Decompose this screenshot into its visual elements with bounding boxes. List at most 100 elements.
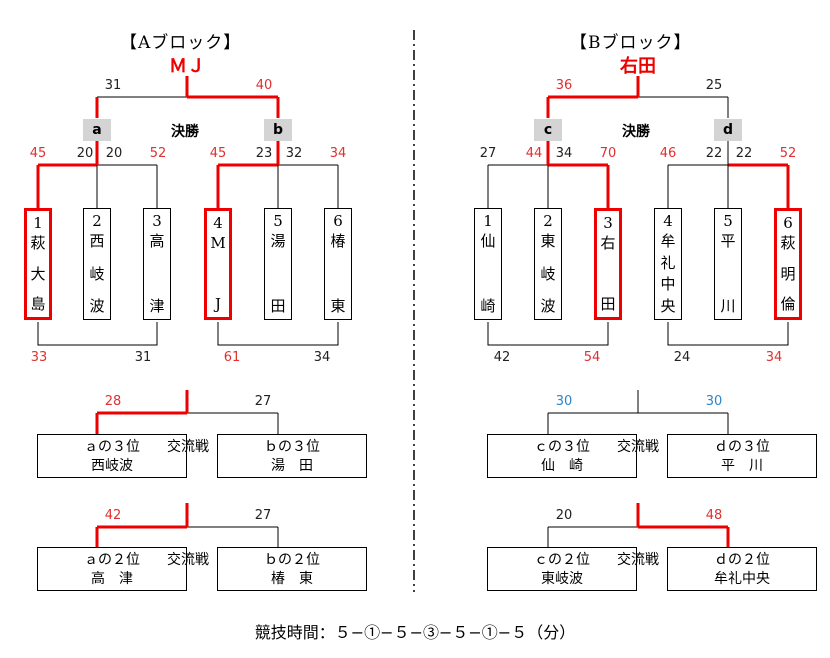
team-box-a2: 2 西岐波 <box>83 208 111 320</box>
team-number: 5 <box>273 212 283 230</box>
team-char: 田 <box>600 295 616 313</box>
blockA-bottom-score: 31 <box>134 350 152 365</box>
slot-label: ａの３位 <box>84 439 140 455</box>
team-number: 5 <box>723 212 733 230</box>
blockB-semi-score: 70 <box>599 146 617 161</box>
group-a-tag: a <box>83 119 111 141</box>
match-time-note: 競技時間：５−①−５−③−５−①−５（分） <box>254 623 576 642</box>
team-char: 西 <box>89 232 105 250</box>
blockB-final-label: 決勝 <box>622 124 650 140</box>
blockB-match2-score-right: 48 <box>705 508 723 523</box>
blockB-semi-score: 22 <box>735 146 753 161</box>
team-char: 島 <box>30 295 46 313</box>
blockA-semi-score: 20 <box>105 146 123 161</box>
blockB-bottom-score: 42 <box>493 350 511 365</box>
blockB-match2-score-left: 20 <box>555 508 573 523</box>
blockA-match2-score-left: 42 <box>104 508 122 523</box>
blockA-semi-score: 20 <box>76 146 94 161</box>
blockA-semi-score: 45 <box>29 146 47 161</box>
team-char: 平 <box>720 232 736 250</box>
blockB-semi-score: 22 <box>705 146 723 161</box>
slot-team: 湯 田 <box>271 458 313 474</box>
blockA-semi-score: 34 <box>329 146 347 161</box>
blockB-bottom-score: 24 <box>673 350 691 365</box>
slot-label: ｃの２位 <box>534 552 590 568</box>
slot-label: ｂの３位 <box>264 439 320 455</box>
team-char: J <box>214 295 221 313</box>
group-d-tag: d <box>714 119 742 141</box>
team-char: 礼 <box>660 253 676 272</box>
team-char: 仙 <box>480 232 496 250</box>
team-char: 波 <box>89 297 105 315</box>
team-box-d5: 5 平川 <box>714 208 742 320</box>
slot-team: 平 川 <box>721 458 763 474</box>
blockB-winner: 右田 <box>620 56 656 77</box>
team-number: 6 <box>783 214 793 232</box>
team-box-b6: 6 椿東 <box>324 208 352 320</box>
team-number: 3 <box>152 212 162 230</box>
team-box-a3: 3 高津 <box>143 208 171 320</box>
team-number: 6 <box>333 212 343 230</box>
blockB-match3-right-box: ｄの３位 平 川 <box>667 434 817 478</box>
team-char: 湯 <box>270 232 286 250</box>
team-char: 崎 <box>480 297 496 315</box>
slot-team: 牟礼中央 <box>714 571 770 587</box>
team-number: 2 <box>92 212 102 230</box>
cross-match-label: 交流戦 <box>617 439 659 455</box>
blockA-bottom-score: 33 <box>30 350 48 365</box>
blockA-semi-score: 45 <box>209 146 227 161</box>
blockB-title: 【Bブロック】 <box>570 33 692 53</box>
blockA-title: 【Aブロック】 <box>120 33 242 53</box>
cross-match-label: 交流戦 <box>167 439 209 455</box>
team-char: 椿 <box>330 232 346 250</box>
group-b-tag: b <box>264 119 292 141</box>
team-char: 東 <box>330 297 346 315</box>
team-box-c1: 1 仙崎 <box>474 208 502 320</box>
blockB-semi-score: 27 <box>479 146 497 161</box>
team-number: 4 <box>663 212 673 230</box>
slot-label: ｂの２位 <box>264 552 320 568</box>
team-box-d6: 6 萩明倫 <box>774 208 802 320</box>
team-char: 牟 <box>660 232 676 250</box>
blockA-winner: ＭＪ <box>169 56 205 77</box>
blockA-cross-lines <box>95 390 279 547</box>
team-box-c2: 2 東岐波 <box>534 208 562 320</box>
team-char: 岐 <box>540 264 556 283</box>
blockA-semi-score: 52 <box>149 146 167 161</box>
team-number: 1 <box>483 212 493 230</box>
group-c-tag: c <box>534 119 562 141</box>
blockA-final-score-left: 31 <box>104 78 122 93</box>
slot-team: 西岐波 <box>91 458 133 474</box>
blockB-top-lines <box>487 76 790 346</box>
blockA-match2-left-box: ａの２位 高 津 <box>37 547 187 591</box>
blockA-match3-left-box: ａの３位 西岐波 <box>37 434 187 478</box>
slot-team: 東岐波 <box>541 571 583 587</box>
team-char: 高 <box>149 232 165 250</box>
blockA-match2-score-right: 27 <box>254 508 272 523</box>
team-char: 倫 <box>780 295 796 313</box>
blockA-match3-score-right: 27 <box>254 394 272 409</box>
blockA-semi-score: 32 <box>285 146 303 161</box>
slot-label: ｄの３位 <box>714 439 770 455</box>
blockA-top-lines <box>36 76 339 346</box>
blockB-bottom-score: 34 <box>765 350 783 365</box>
blockB-semi-score: 52 <box>779 146 797 161</box>
blockB-match2-right-box: ｄの２位 牟礼中央 <box>667 547 817 591</box>
blockB-cross-lines <box>547 390 730 547</box>
team-char: 右 <box>600 234 616 252</box>
blockB-semi-score: 44 <box>525 146 543 161</box>
team-char: 岐 <box>89 264 105 283</box>
team-number: 3 <box>603 214 613 232</box>
slot-team: 高 津 <box>91 571 133 587</box>
blockB-match2-left-box: ｃの２位 東岐波 <box>487 547 637 591</box>
team-char: 萩 <box>30 234 46 252</box>
blockB-match3-left-box: ｃの３位 仙 崎 <box>487 434 637 478</box>
blockB-final-score-left: 36 <box>555 78 573 93</box>
team-char: 明 <box>780 264 796 283</box>
team-box-d4: 4 牟礼中央 <box>654 208 682 320</box>
team-box-c3: 3 右田 <box>594 208 622 320</box>
blockA-match3-right-box: ｂの３位 湯 田 <box>217 434 367 478</box>
blockA-semi-score: 23 <box>255 146 273 161</box>
